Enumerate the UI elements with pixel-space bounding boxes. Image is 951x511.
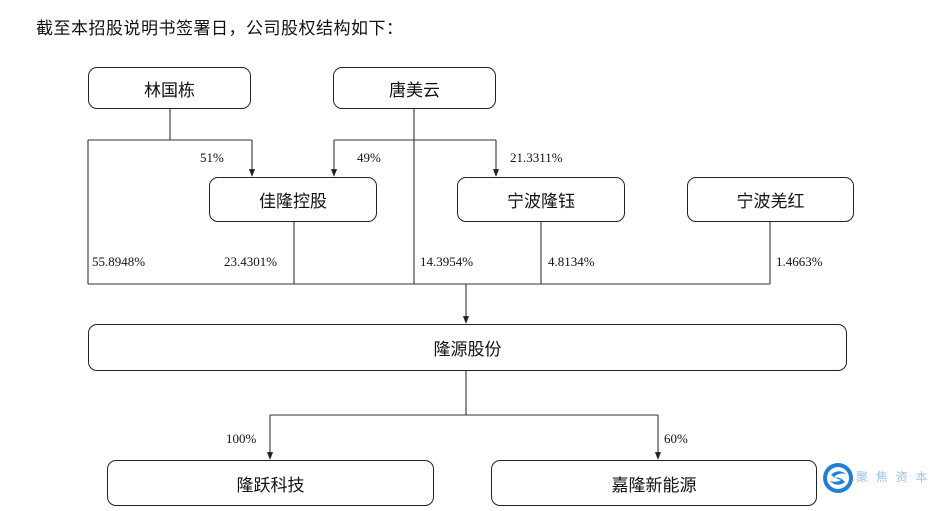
entity-label: 嘉隆新能源 [611, 475, 697, 496]
pct-tang-to-longyu: 21.3311% [510, 150, 563, 165]
pct-longyuan-to-longyue: 100% [226, 431, 257, 446]
diagram-heading: 截至本招股说明书签署日，公司股权结构如下： [36, 19, 404, 39]
entity-label: 宁波隆钰 [507, 192, 575, 212]
entity-box-longyue-tech: 隆跃科技 [107, 460, 434, 506]
entity-label: 隆跃科技 [236, 475, 305, 496]
pct-qianghong-to-longyuan: 1.4663% [776, 254, 823, 269]
pct-tang-to-jialong: 49% [357, 150, 381, 165]
pct-jialong-to-longyuan: 23.4301% [224, 254, 278, 269]
entity-box-linguodong: 林国栋 [88, 67, 251, 109]
entity-label: 宁波羌红 [736, 192, 805, 212]
entity-label: 林国栋 [144, 80, 195, 101]
pct-lin-to-longyuan: 55.8948% [92, 254, 146, 269]
entity-box-ningbo-longyu: 宁波隆钰 [457, 177, 625, 222]
entity-label: 佳隆控股 [259, 192, 327, 212]
entity-box-longyuan: 隆源股份 [88, 324, 847, 371]
entity-box-tangmeiyun: 唐美云 [333, 67, 496, 109]
entity-label: 隆源股份 [433, 340, 502, 360]
pct-lin-to-jialong: 51% [200, 150, 224, 165]
entity-box-jialong-holdings: 佳隆控股 [209, 177, 377, 222]
entity-box-ningbo-qianghong: 宁波羌红 [687, 177, 854, 222]
entity-label: 唐美云 [389, 80, 440, 101]
watermark-logo-icon [823, 463, 853, 493]
entity-box-jialong-new-energy: 嘉隆新能源 [491, 460, 817, 506]
watermark-text: 聚 焦 资 本 [856, 470, 930, 484]
pct-tang-to-longyuan: 14.3954% [420, 254, 474, 269]
pct-longyu-to-longyuan: 4.8134% [548, 254, 595, 269]
pct-longyuan-to-jialongxin: 60% [664, 431, 688, 446]
